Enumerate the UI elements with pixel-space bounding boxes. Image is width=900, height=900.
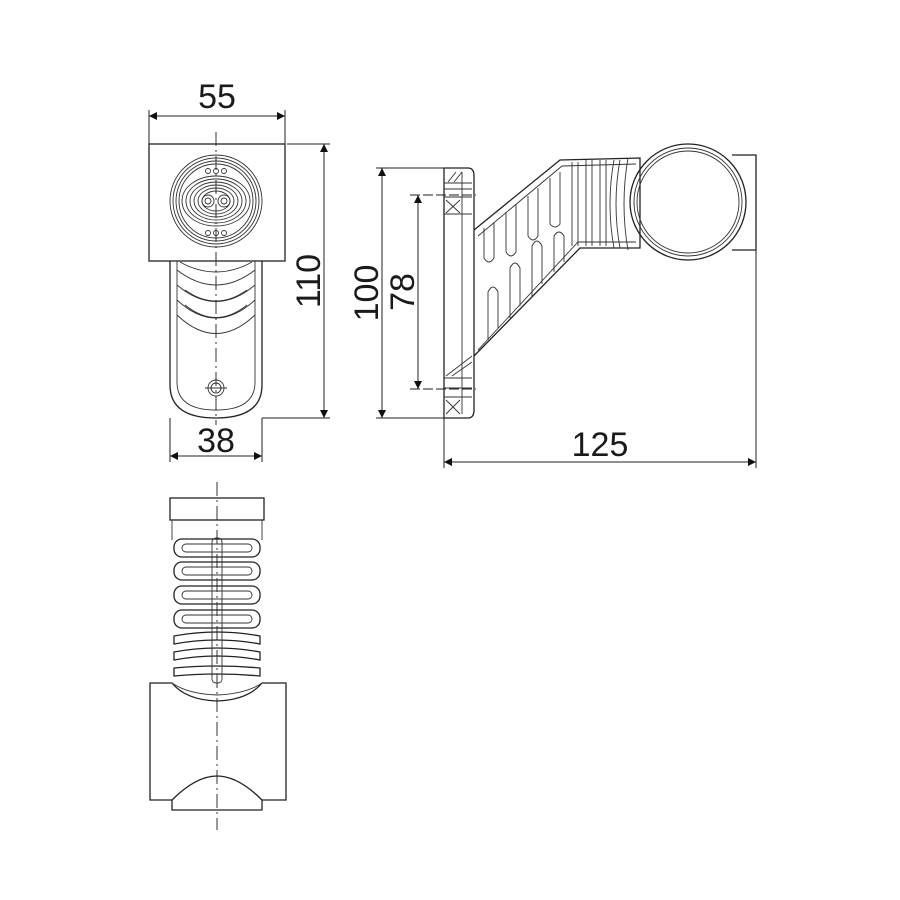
lamp-cap-outline: [732, 154, 757, 251]
lamp-housing-outline: [148, 143, 286, 262]
lamp-head-icon: [629, 143, 747, 261]
corrugation-ribs: [571, 157, 629, 251]
dim-side-length: 125: [572, 426, 629, 464]
dim-side-total-height: 100: [348, 265, 386, 322]
top-ribs: [173, 537, 261, 684]
arm-slots: [483, 172, 565, 340]
dim-front-width: 55: [198, 78, 236, 116]
top-cap-outline: [169, 497, 265, 521]
base-plate-outline: [443, 167, 475, 419]
saddle-base-outline: [149, 682, 287, 811]
saddle-curve: [171, 775, 263, 801]
side-view: 100 78 125: [348, 143, 757, 468]
arm-ribs: [176, 261, 256, 334]
top-view: [149, 482, 287, 830]
hatch-bottom: [444, 355, 473, 415]
dim-front-height: 110: [290, 254, 328, 308]
hatch-top: [444, 171, 472, 215]
dim-side-hole-spacing: 78: [384, 273, 422, 311]
arm-base-outline: [169, 261, 263, 419]
front-view: 55 110 38: [148, 78, 330, 462]
dim-front-base-width: 38: [197, 422, 235, 460]
arm-outline: [473, 157, 641, 357]
